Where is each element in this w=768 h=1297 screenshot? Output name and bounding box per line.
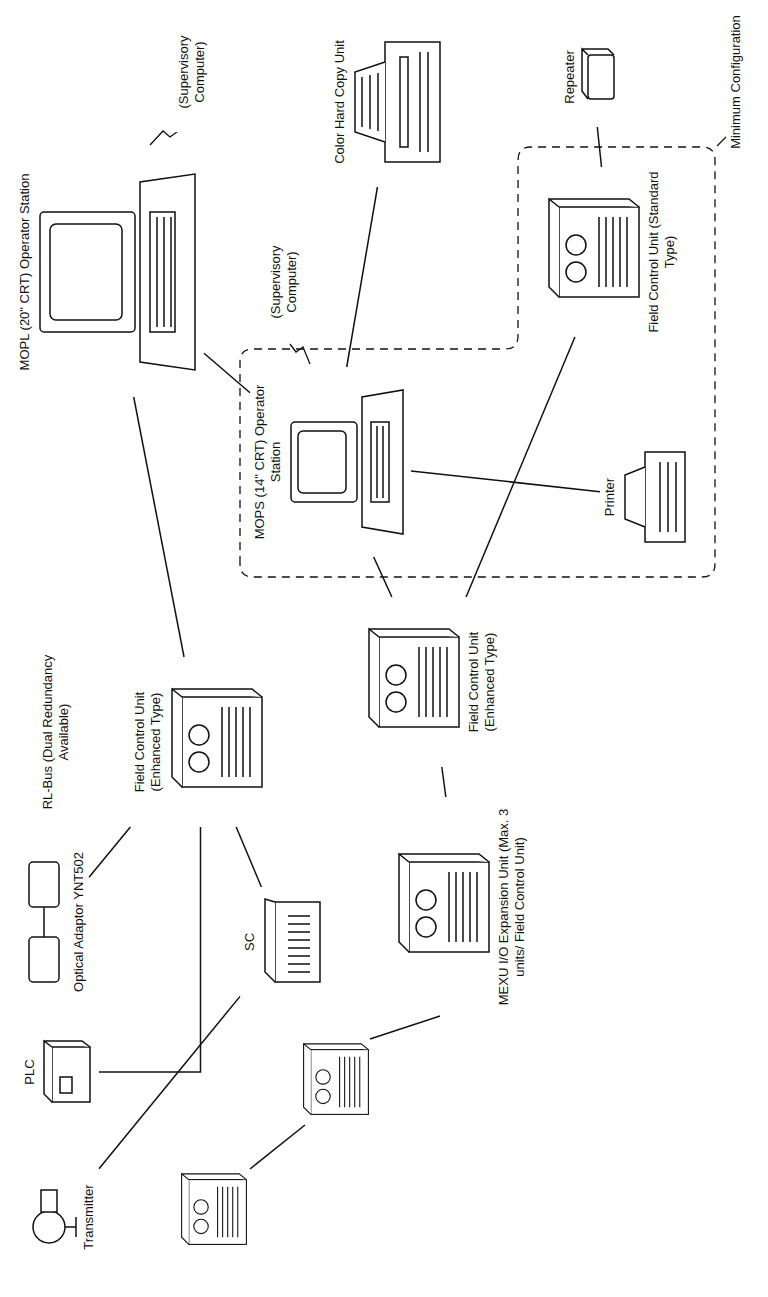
- device-drawing: [44, 1041, 90, 1102]
- device-drawing: [399, 854, 489, 952]
- bus-label: RL-Bus (Dual Redundancy Available): [40, 647, 73, 817]
- bus-line: [204, 353, 250, 393]
- io-expansion-unit: [182, 1174, 247, 1245]
- bus-line: [374, 557, 392, 597]
- io-expansion-unit: MEXU I/O Expansion Unit (Max. 3 units/ F…: [390, 797, 531, 1017]
- device-label: MOPS (14" CRT) Operator Station: [252, 369, 285, 555]
- supervisory-computer-label: (Supervisory Computer): [268, 222, 301, 342]
- device-icon: [40, 1037, 95, 1107]
- device-drawing: [369, 629, 459, 727]
- configuration-label: Minimum Configuration: [728, 7, 744, 157]
- io-expansion-unit: [304, 1044, 369, 1115]
- device-label: Optical Adaptor YNT502: [71, 849, 87, 995]
- device-label: MEXU I/O Expansion Unit (Max. 3 units/ F…: [496, 799, 529, 1015]
- bus-line: [236, 827, 261, 887]
- device-drawing: [29, 862, 59, 982]
- optical-adaptor: Optical Adaptor YNT502: [15, 847, 89, 997]
- expansion-cable: [250, 1125, 305, 1169]
- field-control-unit: Field Control Unit (Enhanced Type): [130, 657, 271, 827]
- device-label: Printer: [602, 439, 618, 555]
- device-icon: [260, 897, 325, 987]
- device-drawing: [172, 689, 262, 787]
- device-icon: [19, 857, 69, 987]
- device-drawing: [582, 49, 614, 99]
- field-control-unit: Field Control Unit (Enhanced Type): [360, 597, 501, 767]
- device-icon: [394, 852, 494, 962]
- communication-zigzag: [290, 344, 310, 364]
- device-icon: [167, 687, 267, 797]
- device-label: Field Control Unit (Enhanced Type): [466, 599, 499, 765]
- plc-unit: PLC: [20, 1027, 99, 1117]
- minimum-configuration-outline: [240, 147, 715, 577]
- device-drawing: [33, 1190, 76, 1243]
- supervisory-computer-label: (Supervisory Computer): [176, 12, 209, 132]
- device-drawing: [265, 899, 320, 982]
- hard-copy-unit: Color Hard Copy Unit: [330, 17, 454, 187]
- device-icon: [580, 47, 620, 107]
- repeater-unit: Repeater: [560, 27, 624, 127]
- bus-line: [134, 397, 184, 657]
- device-label: SC: [242, 889, 258, 995]
- device-drawing: [40, 174, 195, 370]
- field-control-unit: Field Control Unit (Standard Type): [540, 167, 681, 337]
- device-drawing: [549, 199, 639, 297]
- operator-station: MOPL (20" CRT) Operator Station: [15, 147, 204, 397]
- device-icon: [350, 32, 450, 172]
- device-label: Field Control Unit (Standard Type): [646, 169, 679, 335]
- leader-line: [717, 137, 726, 146]
- device-label: Repeater: [562, 29, 578, 125]
- device-icon: [287, 387, 407, 537]
- bus-line: [99, 827, 201, 1072]
- device-drawing: [355, 42, 440, 162]
- device-icon: [620, 447, 690, 547]
- bus-line: [99, 996, 240, 1168]
- device-label: MOPL (20" CRT) Operator Station: [17, 149, 33, 395]
- signal-conditioner: SC: [240, 887, 329, 997]
- device-icon: [544, 197, 644, 307]
- bus-line: [597, 127, 601, 167]
- operator-station: MOPS (14" CRT) Operator Station: [250, 367, 411, 557]
- expansion-cable: [370, 1016, 440, 1039]
- bus-line: [347, 187, 378, 367]
- bus-line: [89, 827, 130, 877]
- bus-line: [442, 767, 446, 797]
- device-label: Transmitter: [81, 1159, 97, 1275]
- printer-unit: Printer: [600, 437, 694, 557]
- device-drawing: [625, 452, 685, 542]
- transmitter-unit: Transmitter: [20, 1157, 99, 1277]
- device-label: PLC: [22, 1029, 38, 1115]
- device-label: Color Hard Copy Unit: [332, 19, 348, 185]
- bus-line: [466, 337, 575, 597]
- device-drawing: [291, 390, 403, 534]
- device-icon: [364, 627, 464, 737]
- device-icon: [24, 1182, 79, 1252]
- bus-line: [411, 471, 600, 492]
- device-icon: [35, 172, 200, 372]
- device-label: Field Control Unit (Enhanced Type): [132, 659, 165, 825]
